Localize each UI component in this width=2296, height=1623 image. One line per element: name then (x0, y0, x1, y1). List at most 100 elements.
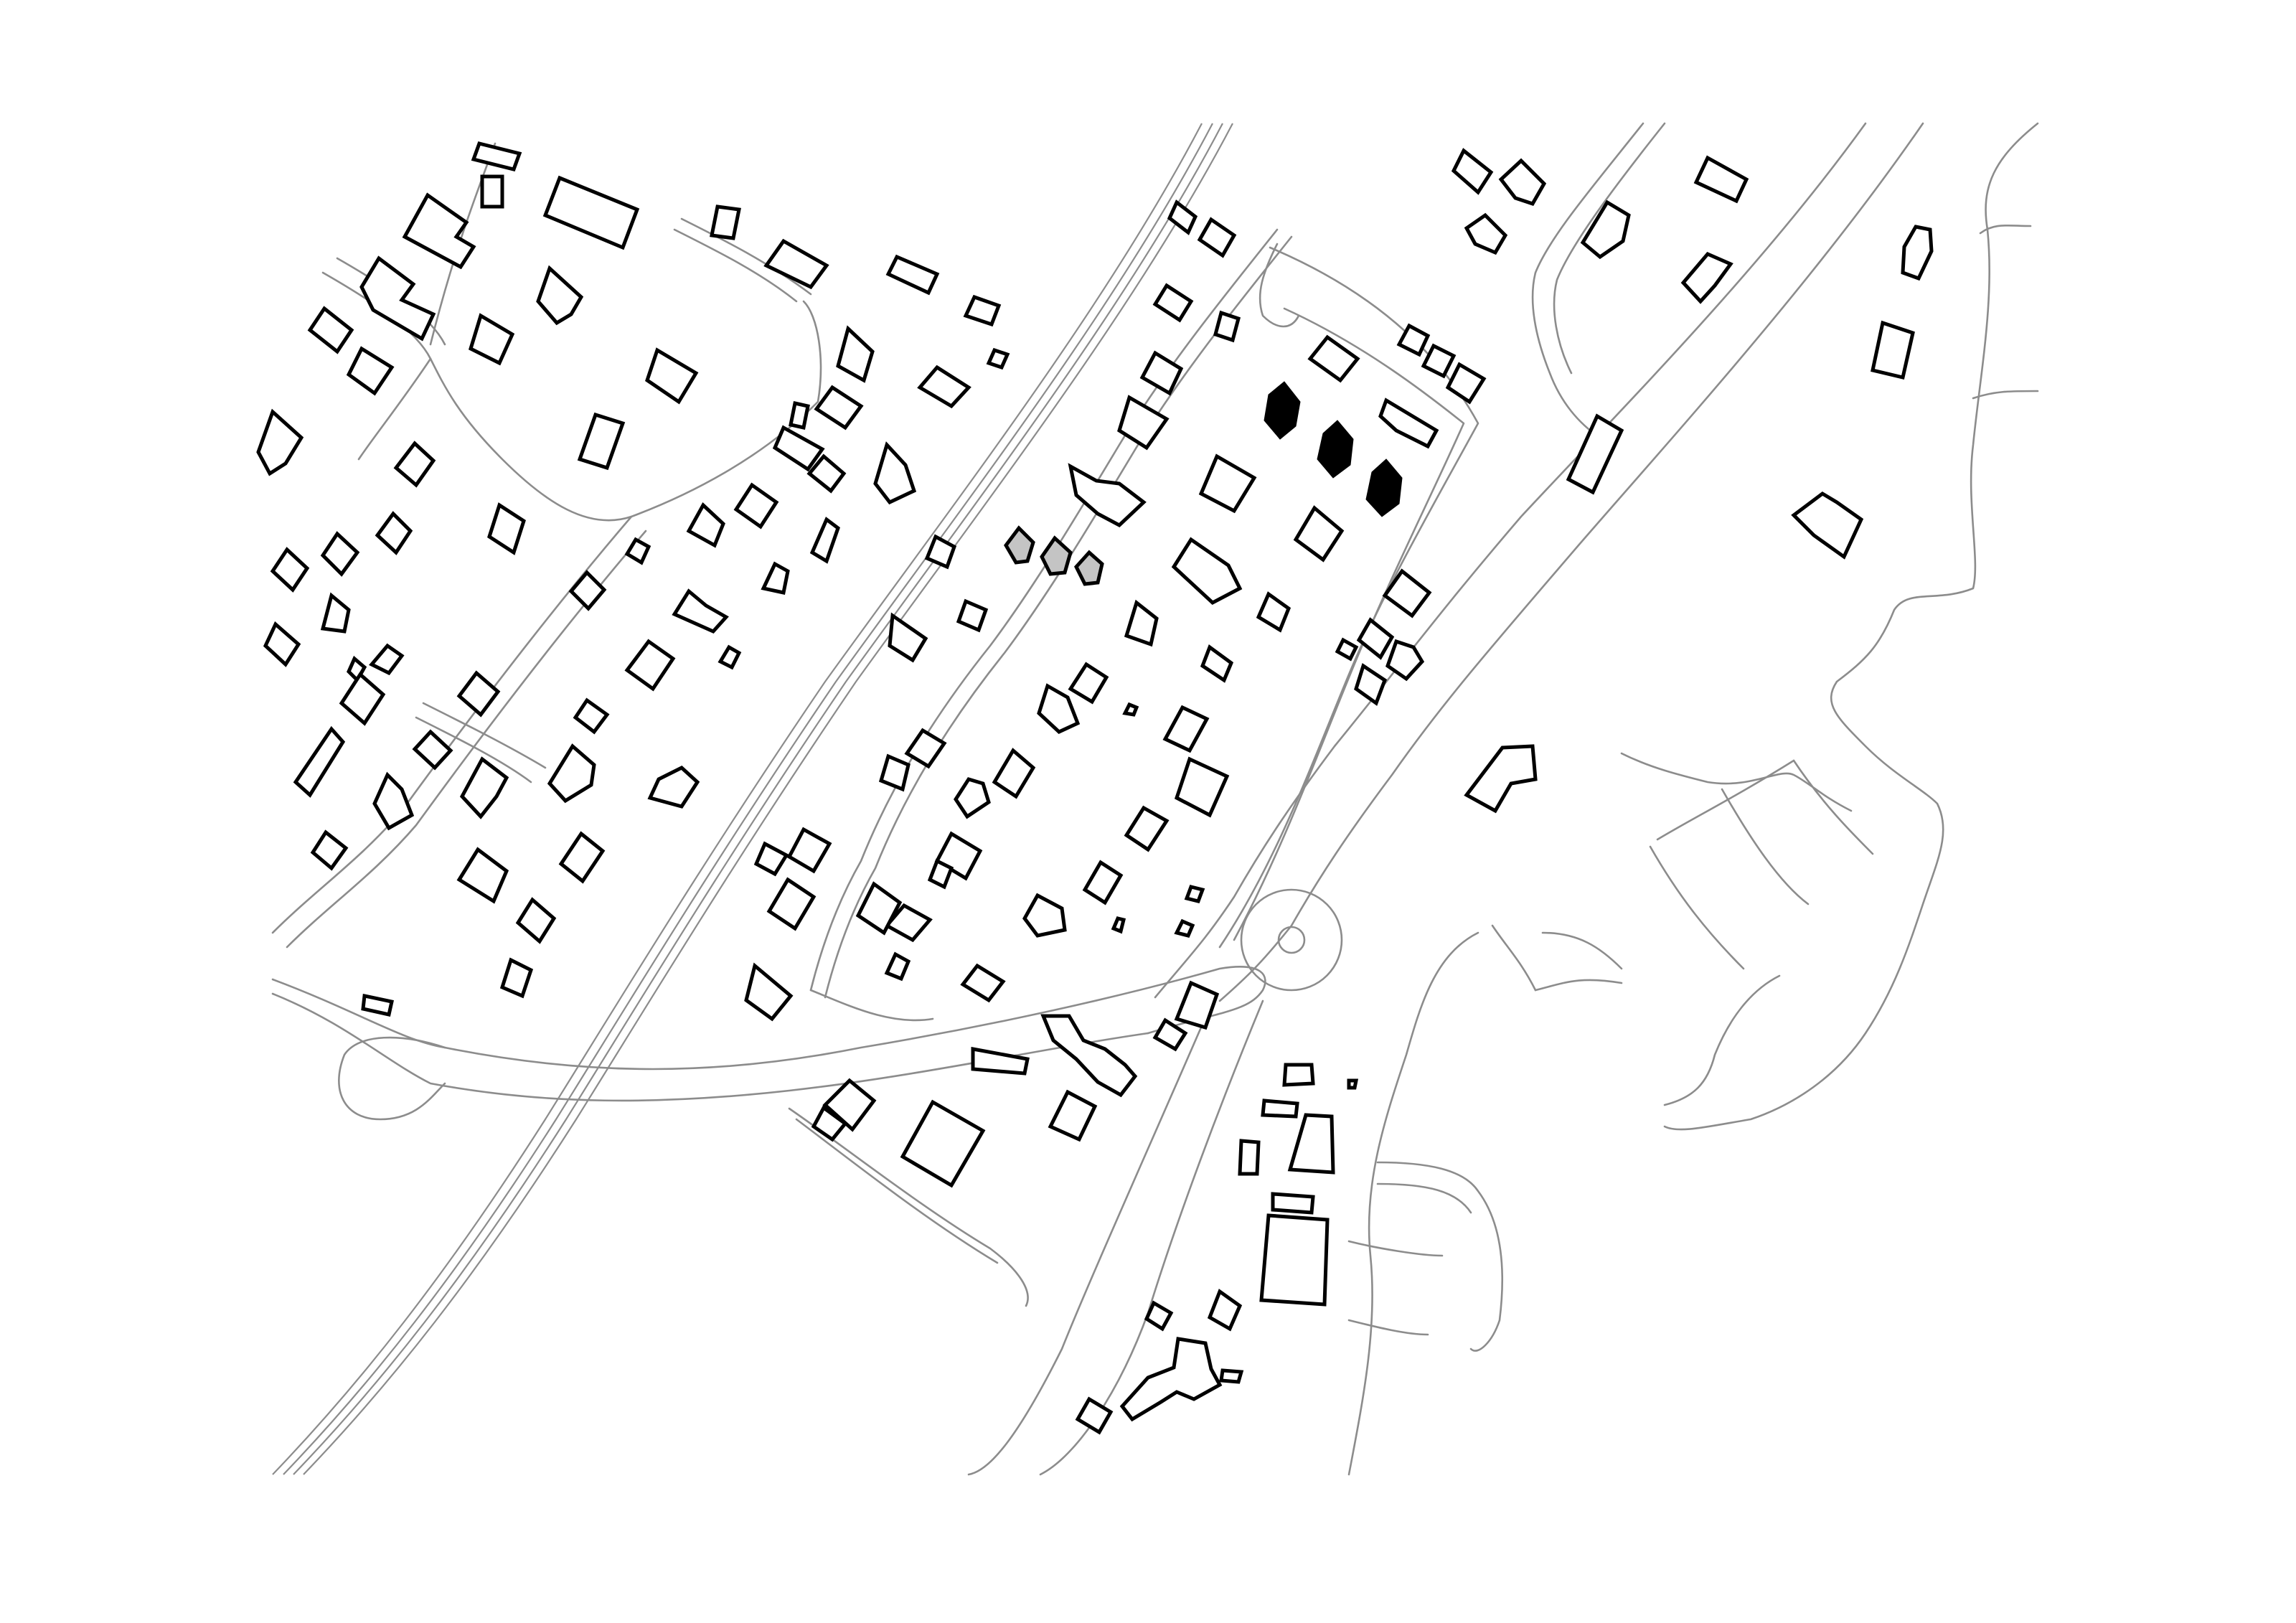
building (480, 174, 504, 209)
building (1184, 885, 1205, 903)
building (1068, 463, 1147, 528)
new-building (1264, 381, 1301, 440)
building (573, 697, 610, 735)
building (263, 621, 301, 667)
main-road (967, 122, 1924, 1476)
building (307, 306, 354, 354)
building (1580, 199, 1631, 260)
building (1022, 893, 1067, 938)
building (917, 364, 971, 409)
building (1068, 662, 1109, 705)
highlighted-building (1074, 550, 1104, 586)
building (772, 425, 825, 472)
building (515, 897, 557, 944)
building (855, 881, 903, 936)
building (710, 204, 741, 240)
building (1464, 212, 1508, 255)
building (1287, 1113, 1335, 1175)
building (924, 534, 957, 570)
building (361, 993, 394, 1017)
building (1037, 683, 1081, 734)
building (811, 1105, 848, 1142)
building (558, 831, 606, 884)
building (320, 531, 360, 577)
building (806, 453, 847, 494)
building (1197, 217, 1237, 258)
marina-piers (1649, 759, 1874, 1106)
building (1261, 1099, 1299, 1119)
building (1566, 413, 1624, 495)
highlighted-buildings (1004, 525, 1104, 586)
shoreline (1347, 122, 2039, 1476)
building (1207, 1289, 1243, 1332)
building (346, 346, 395, 396)
building (402, 192, 476, 270)
new-building (1317, 420, 1354, 479)
building (1385, 639, 1425, 682)
building (1162, 705, 1210, 753)
railway-corridor (272, 123, 1233, 1475)
building (1119, 1337, 1223, 1422)
building (1152, 283, 1194, 323)
building (1680, 251, 1733, 304)
building (1354, 663, 1388, 706)
building (293, 725, 346, 798)
building (536, 265, 584, 326)
building (339, 672, 386, 726)
building (320, 592, 351, 634)
building (542, 175, 640, 250)
building (1174, 918, 1195, 938)
building (927, 858, 954, 890)
roundabout (1240, 888, 1343, 992)
building (1167, 199, 1198, 235)
building (1256, 591, 1292, 633)
building (456, 847, 509, 904)
building (1200, 644, 1234, 683)
building (1259, 1213, 1330, 1307)
building (744, 962, 794, 1022)
building (809, 517, 840, 564)
building (1238, 1139, 1261, 1176)
building (753, 841, 789, 877)
building (1271, 1192, 1315, 1215)
building (359, 255, 436, 342)
building (686, 502, 725, 548)
building (971, 1046, 1030, 1076)
building (647, 765, 700, 809)
building (900, 1099, 986, 1188)
building (375, 511, 413, 555)
building (672, 588, 729, 634)
building (1152, 1017, 1188, 1052)
building (1282, 1063, 1315, 1087)
building (1901, 225, 1934, 281)
new-buildings (1264, 381, 1403, 517)
building (885, 254, 940, 296)
building (1219, 1368, 1244, 1384)
building (1139, 350, 1184, 396)
building (1791, 491, 1864, 560)
building (1117, 395, 1170, 451)
building (624, 639, 676, 692)
building (547, 743, 596, 804)
building (1498, 158, 1547, 207)
building (1693, 155, 1749, 204)
building (624, 537, 651, 565)
building (310, 829, 349, 871)
building (577, 412, 626, 471)
building (1111, 916, 1126, 934)
building (1174, 756, 1230, 818)
building (1445, 362, 1487, 405)
building (956, 598, 989, 633)
building (459, 756, 509, 819)
building (499, 957, 534, 999)
building (1396, 323, 1431, 357)
building (1293, 505, 1345, 563)
building (1451, 148, 1494, 195)
building (761, 561, 790, 595)
building (1171, 537, 1243, 606)
building (471, 141, 522, 171)
building (822, 1078, 877, 1132)
building (1871, 320, 1915, 380)
building (954, 777, 991, 819)
